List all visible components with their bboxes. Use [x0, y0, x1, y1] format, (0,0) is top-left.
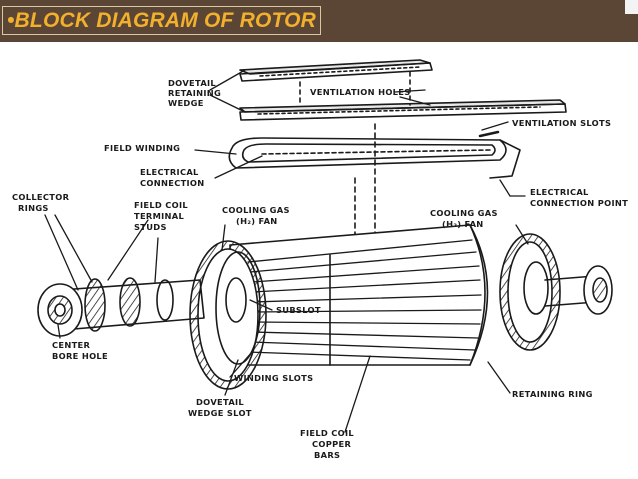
- leader-lines: [44, 69, 529, 433]
- label-electrical-connection-point: ELECTRICAL CONNECTION POINT: [530, 187, 628, 208]
- ventilation-holes-part: [239, 99, 567, 121]
- left-shaft: [37, 277, 205, 337]
- diagram-labels: DOVETAIL RETAINING WEDGE VENTILATION HOL…: [12, 78, 628, 460]
- label-field-winding: FIELD WINDING: [104, 143, 180, 153]
- label-cooling-gas-fan-left: COOLING GAS (H₂) FAN: [222, 205, 293, 226]
- field-winding-coil-part: [228, 130, 521, 179]
- right-shaft: [544, 265, 613, 315]
- label-dovetail-wedge-slot: DOVETAIL WEDGE SLOT: [188, 397, 252, 418]
- right-retaining-ring-fan: [499, 233, 561, 351]
- label-field-coil-terminal-studs: FIELD COIL TERMINAL STUDS: [134, 200, 191, 232]
- label-ventilation-slots: VENTILATION SLOTS: [512, 118, 611, 128]
- label-ventilation-holes: VENTILATION HOLES: [310, 87, 411, 97]
- label-subslot: SUBSLOT: [276, 305, 321, 315]
- label-center-bore-hole: CENTER BORE HOLE: [52, 340, 108, 361]
- label-collector-rings: COLLECTOR RINGS: [12, 192, 72, 213]
- slide-header: •BLOCK DIAGRAM OF ROTOR: [0, 0, 638, 42]
- rotor-diagram: DOVETAIL RETAINING WEDGE VENTILATION HOL…: [12, 59, 628, 460]
- rotor-body: [229, 224, 489, 366]
- dovetail-retaining-wedge-part: [239, 59, 433, 82]
- label-electrical-connection: ELECTRICAL CONNECTION: [140, 167, 205, 188]
- slide-title: •BLOCK DIAGRAM OF ROTOR: [2, 6, 322, 35]
- label-winding-slots: WINDING SLOTS: [234, 373, 313, 383]
- label-dovetail-retaining-wedge: DOVETAIL RETAINING WEDGE: [168, 78, 224, 108]
- header-corner-fold: [625, 0, 638, 14]
- label-retaining-ring: RETAINING RING: [512, 389, 593, 399]
- diagram-area: DOVETAIL RETAINING WEDGE VENTILATION HOL…: [0, 42, 638, 479]
- label-field-coil-copper-bars: FIELD COIL COPPER BARS: [300, 428, 357, 460]
- label-cooling-gas-fan-right: COOLING GAS (H₂) FAN: [430, 208, 501, 229]
- left-retaining-ring-fan: [189, 240, 267, 390]
